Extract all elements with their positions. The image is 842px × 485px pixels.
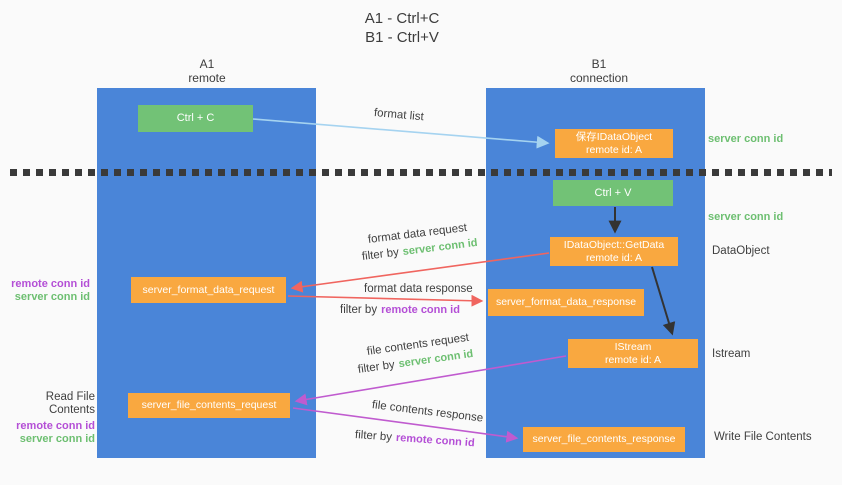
node-format-response-label: server_format_data_response — [495, 296, 637, 308]
lane-a1-subtitle: remote — [188, 71, 226, 85]
lane-header-b1-connection: B1 connection — [539, 57, 659, 85]
node-server-format-data-request: server_format_data_request — [131, 277, 286, 303]
title-line-ctrl-v: B1 - Ctrl+V — [365, 29, 439, 46]
node-getdata-line1: IDataObject::GetData — [563, 238, 665, 251]
annotation-server-conn-id-top: server conn id — [708, 133, 784, 145]
annotation-server-conn-id-mid: server conn id — [708, 211, 784, 223]
title-line-ctrl-c: A1 - Ctrl+C — [364, 10, 440, 27]
filter-by-text-1: filter by — [361, 246, 400, 263]
annotation-read-file-contents: Read File Contents — [45, 391, 95, 416]
node-getdata-line2: remote id: A — [585, 251, 643, 264]
lane-a1-name: A1 — [199, 57, 215, 71]
annotation-remote-conn-id-top: remote conn id — [11, 278, 90, 290]
lane-b1-name: B1 — [591, 57, 607, 71]
annotation-write-file-contents: Write File Contents — [714, 431, 812, 443]
annotation-istream: Istream — [712, 348, 751, 360]
lane-header-a1-remote: A1 remote — [147, 57, 267, 85]
node-save-idataobject-line2: remote id: A — [585, 143, 643, 156]
annotation-group-format-ids: remote conn id server conn id — [0, 278, 90, 304]
node-ctrl-v-label: Ctrl + V — [594, 186, 632, 199]
filter-by-text-2: filter by — [340, 304, 378, 316]
node-ctrl-c-label: Ctrl + C — [176, 112, 215, 124]
node-idataobject-getdata: IDataObject::GetData remote id: A — [550, 237, 678, 266]
node-server-file-contents-response: server_file_contents_response — [523, 427, 685, 452]
node-istream-line2: remote id: A — [604, 353, 662, 366]
filter-key-remote-conn-id-2: remote conn id — [395, 431, 476, 450]
diagram-title: A1 - Ctrl+C B1 - Ctrl+V — [337, 9, 467, 47]
arrow-format-data-response — [287, 294, 484, 307]
filter-by-text-4: filter by — [354, 429, 393, 444]
node-file-response-label: server_file_contents_response — [532, 433, 676, 445]
filter-key-remote-conn-id-1: remote conn id — [381, 304, 460, 316]
annotation-remote-conn-id-bottom: remote conn id — [16, 420, 95, 432]
annotation-server-conn-id-left-bottom: server conn id — [19, 433, 95, 445]
clipboard-boundary-dotted-line — [10, 169, 832, 176]
node-format-request-label: server_format_data_request — [142, 283, 275, 296]
node-ctrl-v: Ctrl + V — [553, 180, 673, 206]
arrow-label-file-contents-response: file contents response — [371, 399, 484, 425]
node-file-request-label: server_file_contents_request — [141, 399, 277, 411]
node-ctrl-c: Ctrl + C — [138, 105, 253, 132]
annotation-group-file-ids: Read File Contents remote conn id server… — [0, 391, 95, 446]
arrow-label-format-list: format list — [373, 107, 425, 124]
filter-by-text-3: filter by — [357, 358, 396, 376]
node-save-idataobject: 保存IDataObject remote id: A — [555, 129, 673, 158]
lane-b1-subtitle: connection — [569, 71, 629, 85]
annotation-server-conn-id-left-top: server conn id — [14, 291, 90, 303]
node-server-file-contents-request: server_file_contents_request — [128, 393, 290, 418]
annotation-dataobject: DataObject — [712, 245, 770, 257]
node-istream-line1: IStream — [614, 340, 652, 353]
arrow-label-format-data-response: format data response — [364, 283, 473, 295]
node-server-format-data-response: server_format_data_response — [488, 289, 644, 316]
node-istream: IStream remote id: A — [568, 339, 698, 368]
node-save-idataobject-line1: 保存IDataObject — [575, 130, 653, 143]
